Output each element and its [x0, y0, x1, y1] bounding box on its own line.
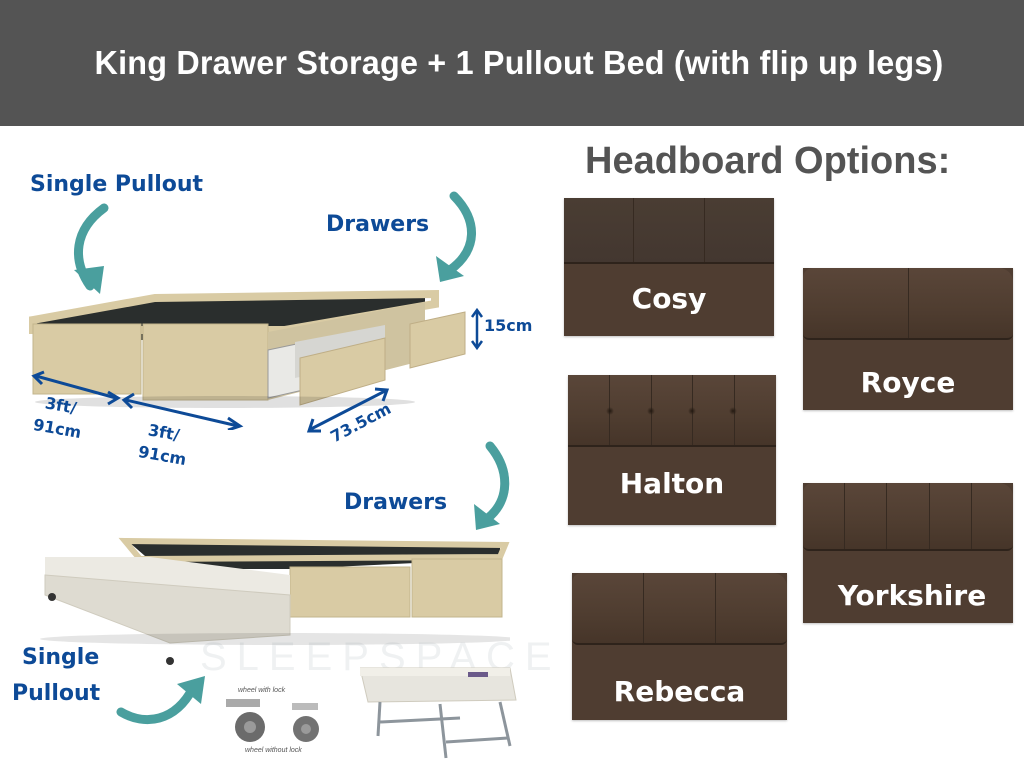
curved-arrow-icon — [116, 676, 205, 724]
headboard-name: Halton — [619, 467, 725, 500]
page-title: King Drawer Storage + 1 Pullout Bed (wit… — [94, 44, 944, 81]
curved-arrow-icon — [474, 441, 510, 530]
depth-dimension-arrow-icon — [306, 387, 390, 433]
curved-arrow-icon — [436, 191, 476, 282]
headboard-option-yorkshire[interactable]: Yorkshire — [803, 483, 1013, 623]
flip-up-legs-bed-image — [360, 667, 517, 759]
single-pullout-callout: Single Pullout — [30, 172, 204, 197]
title-banner: King Drawer Storage + 1 Pullout Bed (wit… — [0, 0, 1024, 126]
drawers-callout-bottom: Drawers — [344, 490, 448, 515]
headboard-option-royce[interactable]: Royce — [803, 268, 1013, 410]
width-right-label-line2: 91cm — [136, 441, 188, 470]
headboard-option-cosy[interactable]: Cosy — [564, 198, 774, 336]
height-dimension-arrow-icon — [470, 308, 484, 350]
wheel-with-lock-caption: wheel with lock — [238, 687, 286, 694]
headboard-option-halton[interactable]: Halton — [568, 375, 776, 525]
tufting-button-icon — [647, 407, 655, 415]
height-dimension-label: 15cm — [484, 316, 533, 335]
pullout-bed-base-image — [40, 537, 510, 665]
single-callout-line1: Single — [22, 645, 100, 670]
tufting-button-icon — [606, 407, 614, 415]
tufting-button-icon — [688, 407, 696, 415]
headboard-name: Yorkshire — [837, 579, 987, 612]
headboard-name: Rebecca — [613, 675, 746, 708]
headboard-options-title: Headboard Options: — [585, 140, 951, 182]
drawer-bed-base-image — [29, 289, 466, 408]
headboard-name: Royce — [860, 366, 956, 399]
pullout-callout-line2: Pullout — [12, 681, 101, 706]
tufting-button-icon — [729, 407, 737, 415]
wheel-without-lock-caption: wheel without lock — [245, 747, 302, 754]
curved-arrow-icon — [74, 203, 109, 294]
drawers-callout-top: Drawers — [326, 212, 430, 237]
headboard-option-rebecca[interactable]: Rebecca — [572, 573, 787, 720]
headboard-name: Cosy — [631, 282, 707, 315]
width-dimension-arrow-icon — [31, 370, 244, 430]
caster-wheels-image — [226, 699, 319, 742]
